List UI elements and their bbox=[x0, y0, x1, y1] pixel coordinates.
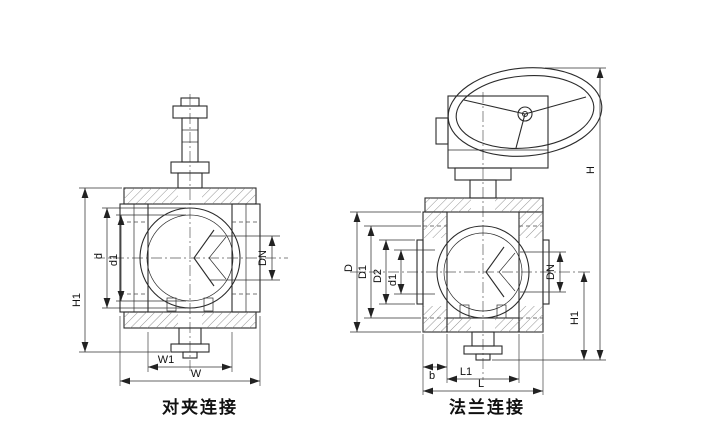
dim-label-dn-left: DN bbox=[257, 250, 269, 266]
dim-label-d1-right: d1 bbox=[387, 274, 399, 286]
dim-label-dn-right: DN bbox=[545, 264, 557, 280]
wafer-left-flange bbox=[119, 203, 149, 313]
dim-label-h1-left: H1 bbox=[71, 293, 83, 307]
flange-valve-drawing bbox=[350, 67, 603, 380]
wafer-valve-dimensions: d d1 DN H1 W1 W bbox=[71, 187, 280, 386]
dim-label-b: b bbox=[429, 370, 435, 382]
flange-valve-dimensions: D D1 D2 d1 DN H H1 b bbox=[343, 67, 606, 395]
handwheel bbox=[447, 67, 603, 157]
wafer-gland-bolts bbox=[166, 297, 214, 312]
wafer-body-top-plate bbox=[123, 187, 257, 205]
dim-label-l1: L1 bbox=[460, 366, 472, 378]
caption-flange-connection: 法兰连接 bbox=[449, 397, 525, 417]
flange-body-top-plate bbox=[424, 197, 544, 213]
wafer-valve-drawing bbox=[94, 94, 288, 374]
dim-label-D1: D1 bbox=[357, 265, 369, 279]
flange-right-end bbox=[518, 211, 550, 333]
dim-label-w1: W1 bbox=[158, 354, 175, 366]
wafer-ball bbox=[139, 207, 241, 309]
dim-label-D: D bbox=[343, 264, 355, 272]
caption-wafer-connection: 对夹连接 bbox=[162, 397, 238, 417]
dim-label-d1-left: d1 bbox=[108, 254, 120, 266]
wafer-body-bottom-plate bbox=[123, 311, 257, 329]
gearbox bbox=[435, 95, 549, 199]
dim-label-h: H bbox=[585, 166, 597, 174]
dim-label-d: d bbox=[93, 253, 105, 259]
wafer-bottom-trunnion bbox=[170, 327, 210, 359]
dim-label-D2: D2 bbox=[372, 269, 384, 283]
dim-label-l: L bbox=[478, 378, 484, 390]
dim-label-h1-right: H1 bbox=[569, 311, 581, 325]
flange-bottom-trunnion bbox=[463, 331, 503, 361]
flange-left-end bbox=[416, 211, 448, 333]
dim-label-w: W bbox=[191, 368, 202, 380]
